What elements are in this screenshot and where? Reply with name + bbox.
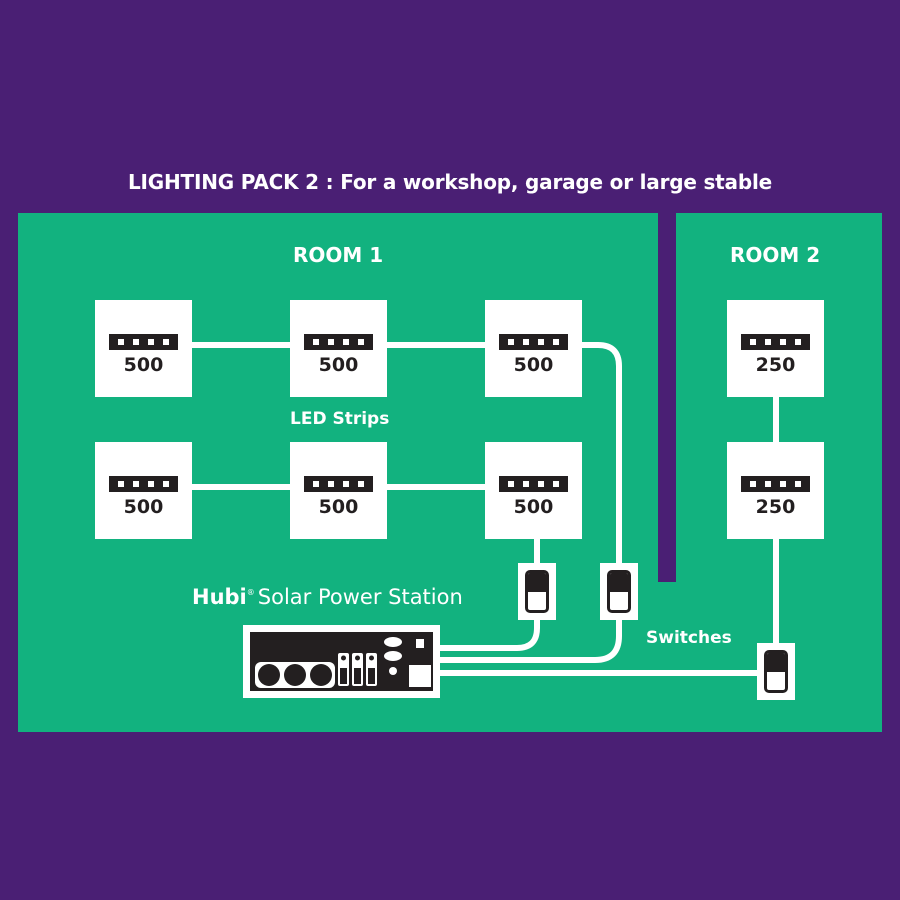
light-wattage: 500 <box>318 496 359 518</box>
light-wattage: 500 <box>513 354 554 376</box>
light-wattage: 500 <box>513 496 554 518</box>
wire-switch1-to-station <box>440 620 540 651</box>
led-strip-light: 500 <box>290 442 387 539</box>
light-wattage: 500 <box>123 354 164 376</box>
power-station-label: Hubi®Solar Power Station <box>192 585 463 609</box>
led-strip-light: 250 <box>727 300 824 397</box>
wire-switch2-to-station <box>440 620 622 663</box>
led-strip-light: 500 <box>485 442 582 539</box>
led-strip-light: 250 <box>727 442 824 539</box>
room-1-label: ROOM 1 <box>293 243 384 267</box>
brand-name: Hubi <box>192 585 247 609</box>
power-station-panel-icon <box>250 632 433 691</box>
light-switch[interactable] <box>518 563 556 620</box>
led-strip-icon <box>304 334 373 350</box>
led-strip-light: 500 <box>95 300 192 397</box>
power-station-name: Solar Power Station <box>257 585 463 609</box>
light-wattage: 500 <box>318 354 359 376</box>
led-strip-icon <box>499 334 568 350</box>
diagram-title: LIGHTING PACK 2 : For a workshop, garage… <box>128 170 772 194</box>
led-strip-icon <box>304 476 373 492</box>
switch-rocker-icon <box>607 570 631 613</box>
led-strip-icon <box>499 476 568 492</box>
registered-mark: ® <box>246 588 255 597</box>
room-2-label: ROOM 2 <box>730 243 821 267</box>
light-wattage: 500 <box>123 496 164 518</box>
light-wattage: 250 <box>755 354 796 376</box>
switch-rocker-icon <box>525 570 549 613</box>
power-station-ports-icon <box>255 637 431 688</box>
led-strip-light: 500 <box>485 300 582 397</box>
switch-rocker-icon <box>764 650 788 693</box>
light-switch[interactable] <box>757 643 795 700</box>
led-strip-light: 500 <box>95 442 192 539</box>
switches-label: Switches <box>646 628 732 648</box>
led-strip-icon <box>109 476 178 492</box>
light-wattage: 250 <box>755 496 796 518</box>
led-strip-icon <box>741 476 810 492</box>
led-strips-label: LED Strips <box>290 409 390 429</box>
light-switch[interactable] <box>600 563 638 620</box>
led-strip-icon <box>741 334 810 350</box>
led-strip-icon <box>109 334 178 350</box>
led-strip-light: 500 <box>290 300 387 397</box>
solar-power-station <box>243 625 440 698</box>
wire-r1-row1-to-switch <box>582 342 622 565</box>
room-divider-wall <box>658 213 676 582</box>
